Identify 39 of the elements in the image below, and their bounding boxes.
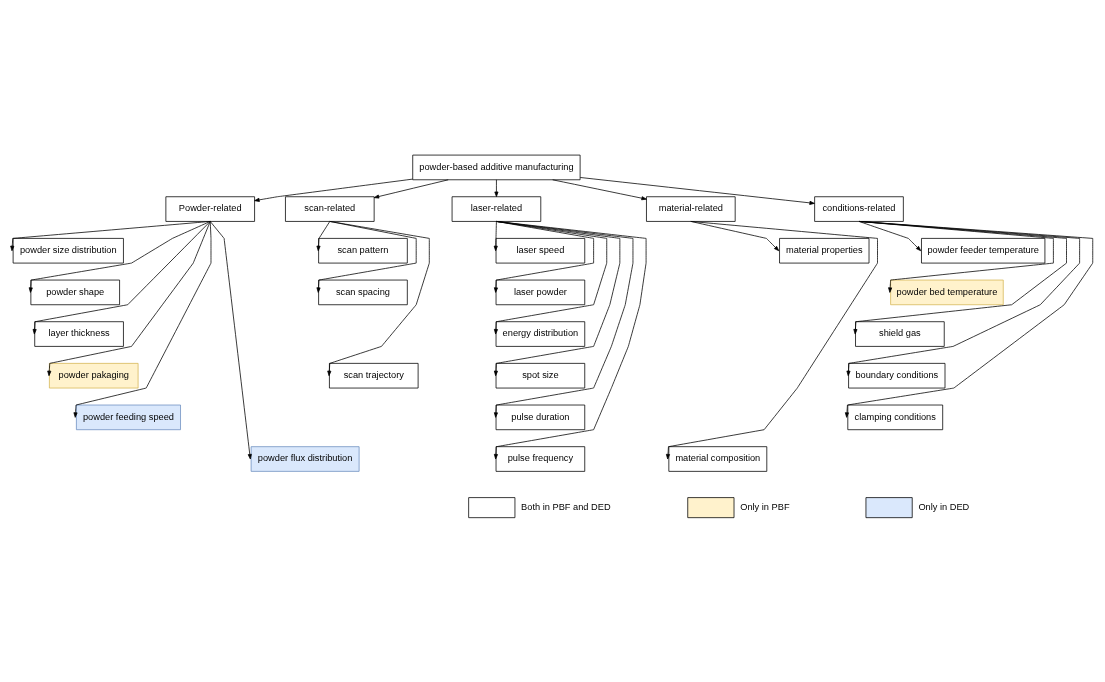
arrow — [493, 221, 608, 335]
arrow — [493, 221, 594, 293]
node-box: powder flux distribution — [250, 446, 360, 472]
node-box: Powder-related — [165, 196, 255, 222]
node-box: powder-based additive manufacturing — [412, 154, 581, 181]
arrow — [373, 179, 449, 199]
arrow — [254, 178, 414, 202]
arrow — [10, 221, 211, 252]
arrow — [47, 221, 211, 377]
arrow — [28, 221, 211, 293]
legend-label: Both in PBF and DED — [521, 502, 611, 513]
arrow — [316, 221, 417, 293]
arrow — [209, 221, 252, 460]
arrow — [665, 221, 878, 460]
arrow — [73, 221, 212, 418]
legend-label: Only in PBF — [740, 502, 790, 513]
node-box: material-related — [646, 196, 736, 222]
arrow — [316, 221, 331, 252]
node-box: material composition — [668, 446, 768, 472]
arrow — [844, 221, 1094, 418]
arrow — [552, 179, 647, 201]
node-box: scan-related — [285, 196, 375, 222]
arrow — [858, 221, 922, 252]
arrow — [853, 221, 1067, 335]
arrow — [690, 221, 780, 252]
arrow — [494, 179, 499, 197]
node-box: powder feeder temperature — [921, 238, 1046, 264]
node-box: laser-related — [451, 196, 542, 222]
arrow — [32, 221, 211, 335]
arrow — [579, 177, 815, 205]
arrow — [493, 221, 498, 252]
legend-label: Only in DED — [918, 502, 970, 513]
node-box: conditions-related — [814, 196, 904, 222]
arrow — [858, 221, 1054, 293]
node-box: powder feeding speed — [76, 404, 181, 431]
node-box: clamping conditions — [847, 404, 944, 431]
arrow — [327, 221, 430, 377]
arrow — [846, 221, 1080, 377]
node-box: material properties — [779, 238, 870, 264]
